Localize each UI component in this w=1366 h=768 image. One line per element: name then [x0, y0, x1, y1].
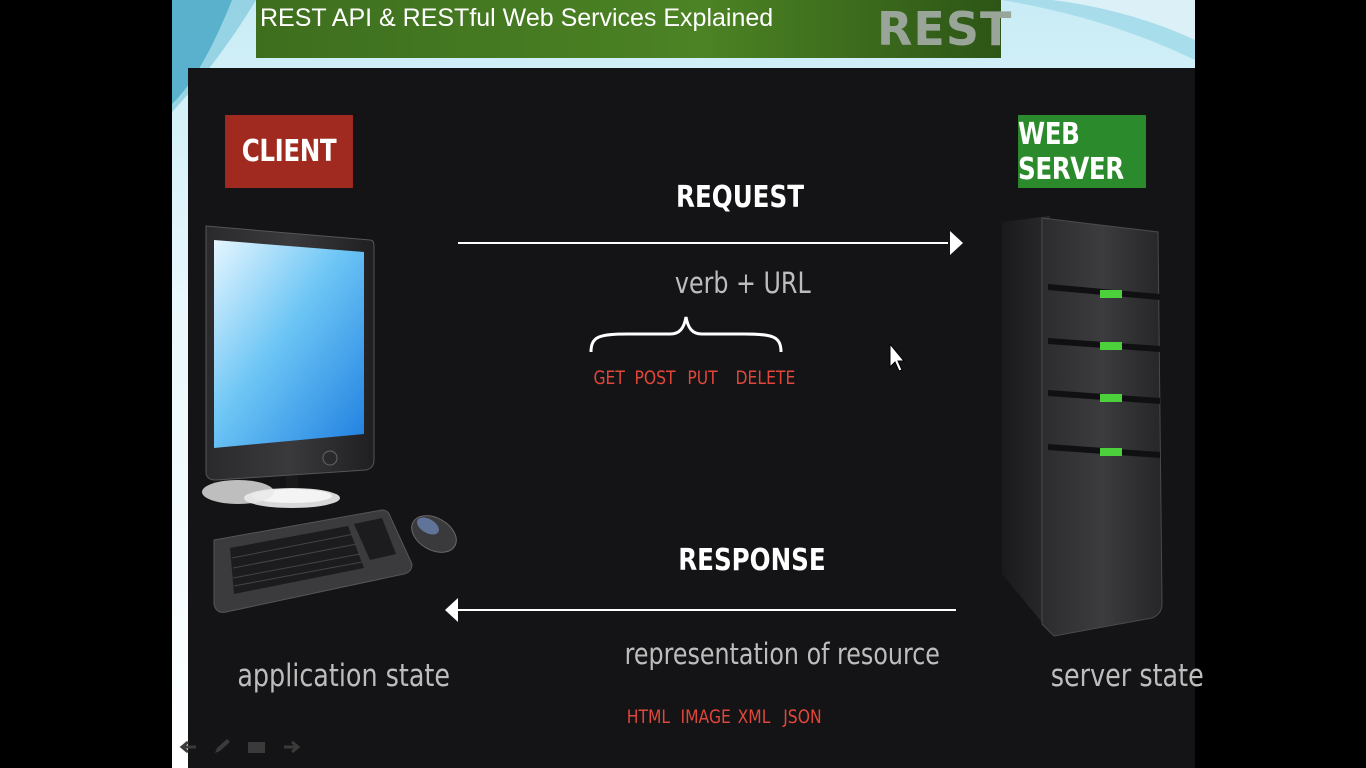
slideshow-toolbar	[178, 738, 302, 761]
client-computer-icon	[202, 225, 457, 613]
server-tower-icon	[1002, 216, 1163, 637]
slide-title-bar	[256, 0, 1001, 58]
response-heading: RESPONSE	[678, 543, 826, 578]
server-led-4	[1100, 448, 1122, 456]
mouse-cursor-icon	[889, 343, 905, 372]
slides-icon[interactable]	[246, 739, 268, 760]
verbs-brace	[589, 316, 783, 353]
client-label: CLIENT	[225, 115, 353, 188]
client-caption: application state	[237, 658, 451, 694]
verb-get: GET	[593, 367, 625, 389]
forward-arrow-icon[interactable]	[282, 739, 302, 760]
response-arrow	[445, 598, 956, 622]
pen-icon[interactable]	[212, 738, 232, 761]
client-label-text: CLIENT	[241, 134, 337, 169]
format-html: HTML	[626, 706, 671, 728]
request-heading: REQUEST	[676, 180, 804, 215]
back-arrow-icon[interactable]	[178, 739, 198, 760]
request-detail: verb + URL	[674, 266, 811, 300]
server-led-3	[1100, 394, 1122, 402]
slide-title: REST API & RESTful Web Services Explaine…	[260, 4, 774, 32]
format-image: IMAGE	[680, 706, 731, 728]
server-label: WEB SERVER	[1018, 115, 1146, 188]
verb-put: PUT	[687, 367, 718, 389]
format-xml: XML	[737, 706, 771, 728]
server-label-text: WEB SERVER	[1018, 116, 1124, 187]
server-caption: server state	[1050, 658, 1204, 694]
request-arrow	[458, 231, 963, 255]
verb-post: POST	[634, 367, 676, 389]
server-led-1	[1100, 290, 1122, 298]
rest-badge: REST	[877, 2, 1013, 56]
verb-delete: DELETE	[735, 367, 796, 389]
format-json: JSON	[783, 706, 822, 728]
server-led-2	[1100, 342, 1122, 350]
response-detail: representation of resource	[624, 637, 940, 671]
